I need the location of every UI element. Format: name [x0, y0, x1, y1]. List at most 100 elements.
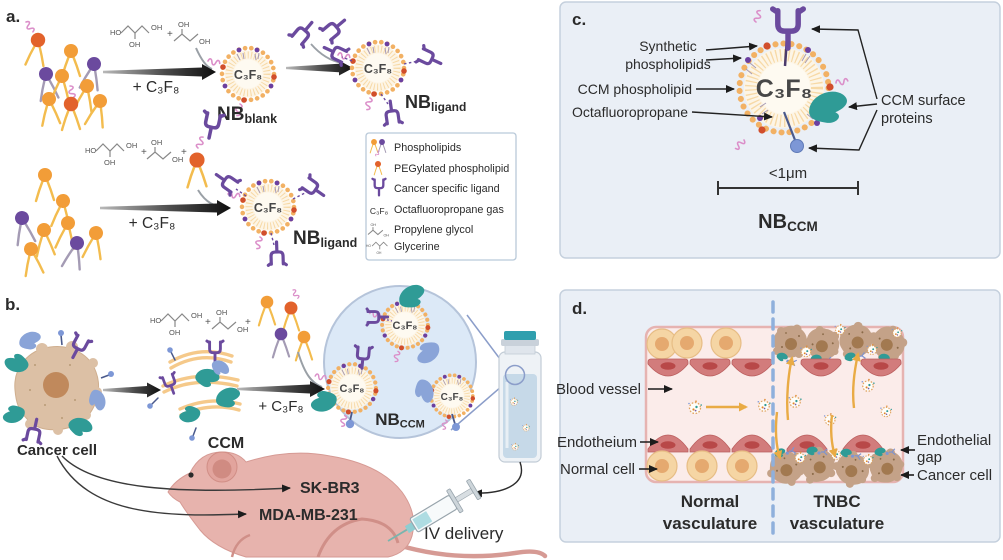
svg-text:OH: OH: [151, 138, 162, 147]
ccm-phospholipid-label: CCM phospholipid: [578, 81, 692, 97]
plus-c3f8-label: + C₃F₈: [133, 79, 180, 96]
nbccm-bubble-3: C₃F₈: [413, 375, 475, 431]
nbccm-large-bubble: C₃F₈: [732, 9, 852, 153]
endothelium-bottom-left: [647, 434, 773, 453]
panel-d-label: d.: [572, 299, 587, 318]
svg-text:gap: gap: [917, 449, 942, 466]
svg-text:+: +: [205, 317, 211, 328]
c3f8-gas-label: C₃F₈: [756, 75, 813, 103]
propylene-glycol-structure-2: OH OH: [146, 138, 183, 164]
iv-delivery-label: IV delivery: [424, 524, 504, 543]
glycerine-structure-b: HO OH OH: [150, 311, 202, 337]
reaction-arrow-b1: [103, 382, 161, 398]
synthetic-phospholipids-label: Synthetic: [639, 38, 697, 54]
svg-text:OH: OH: [169, 328, 180, 337]
reaction-arrow-3: [100, 200, 231, 216]
cancer-cell-label: Cancer cell: [17, 442, 97, 459]
chem-ho: HO: [110, 28, 121, 37]
mda-mb-231-label: MDA-MB-231: [259, 507, 358, 524]
glycerine-structure-2: HO OH OH: [85, 141, 137, 167]
svg-text:OH: OH: [178, 20, 189, 29]
legend-item-propylene: Propylene glycol: [394, 224, 473, 236]
nb-blank-label: NBblank: [217, 104, 277, 126]
plus-c3f8-label-2: + C₃F₈: [129, 215, 176, 232]
svg-text:C₃F₈: C₃F₈: [234, 68, 262, 82]
nb-ligand-bubble-2: C₃F₈: [209, 165, 331, 267]
svg-text:+: +: [245, 317, 251, 328]
endothelium-top-left: [647, 358, 773, 377]
svg-text:OH: OH: [216, 308, 227, 317]
endothelial-gap-label: Endothelial: [917, 432, 991, 449]
cancer-cell-label-d: Cancer cell: [917, 467, 992, 484]
swoosh-curve-b: [297, 351, 323, 388]
panel-d: d.: [556, 289, 1001, 543]
plus-c3f8-label-b: + C₃F₈: [258, 398, 303, 415]
nb-ligand-bubble-1: C₃F₈: [318, 37, 447, 127]
legend-item-glycerine: Glycerine: [394, 241, 440, 253]
reaction-arrow-2: [286, 60, 353, 76]
surface-arrow-blue: [808, 109, 878, 153]
nbccm-bubble-2: C₃F₈: [308, 344, 379, 428]
scale-bar: <1μm: [717, 165, 859, 195]
nb-ligand-label-1: NBligand: [405, 92, 466, 114]
svg-text:OH: OH: [376, 251, 382, 255]
legend-box: Phospholipids PEGylated phospholipid Can…: [365, 132, 517, 261]
legend-item-pegylated: PEGylated phospholipid: [394, 163, 509, 175]
svg-text:OH: OH: [129, 40, 140, 49]
ccm-surface-proteins-label: CCM surface: [881, 93, 966, 109]
svg-text:C₃F₈: C₃F₈: [254, 201, 282, 215]
svg-text:phospholipids: phospholipids: [625, 56, 711, 72]
ccm-label: CCM: [208, 435, 244, 452]
nbccm-magnifier-circle: C₃F₈ C₃F₈ C₃F₈ NBCCM: [308, 281, 510, 439]
arrow-to-skbr3: [61, 455, 291, 493]
endothelium-label: Endotheium: [557, 434, 637, 451]
tnbc-vasculature-label: TNBC: [813, 492, 860, 511]
normal-cell-label: Normal cell: [560, 461, 635, 478]
reaction-arrow-1: [103, 64, 216, 80]
synthetic-arrow-1: [705, 42, 758, 51]
syringe: [387, 479, 482, 542]
cancer-cell-illustration: [1, 329, 114, 446]
svg-text:HO: HO: [85, 146, 96, 155]
svg-text:OH: OH: [237, 325, 248, 334]
octafluoropropane-label: Octafluoropropane: [572, 104, 688, 120]
propylene-glycol-structure: OH OH: [173, 20, 210, 46]
nbccm-label: NBCCM: [375, 410, 425, 431]
arrow-to-mda: [56, 455, 247, 519]
svg-text:C₃F₈: C₃F₈: [393, 320, 418, 332]
panel-b-label: b.: [5, 295, 20, 314]
svg-text:OH: OH: [370, 223, 376, 227]
legend-item-ligand: Cancer specific ligand: [394, 183, 500, 195]
legend-item-octafluoropropane: Octafluoropropane gas: [394, 204, 504, 216]
propylene-glycol-icon: OH OH: [367, 223, 390, 237]
panel-c: c. C₃F₈ Synthetic phospholipids CCM phos…: [559, 1, 1001, 259]
svg-text:C₃F₈: C₃F₈: [441, 392, 464, 403]
blue-pin-stem: [782, 111, 797, 141]
svg-text:OH: OH: [384, 233, 390, 237]
nbccm-panel-c-label: NBCCM: [758, 211, 818, 234]
svg-text:OH: OH: [151, 23, 162, 32]
normal-vasculature-label: Normal: [681, 492, 740, 511]
normal-cells-bottom: [646, 450, 758, 482]
nb-ligand-label-2: NBligand: [293, 228, 357, 250]
glycerine-structure: HO OH OH: [110, 23, 162, 49]
vial-to-syringe-arrow: [473, 461, 523, 498]
svg-text:proteins: proteins: [881, 111, 933, 127]
svg-text:vasculature: vasculature: [663, 514, 758, 533]
svg-text:HO: HO: [150, 316, 161, 325]
svg-text:+: +: [141, 147, 147, 158]
lipid-cluster-1: [23, 19, 112, 132]
svg-text:OH: OH: [191, 311, 202, 320]
c3f8-icon: C₃F₈: [370, 206, 389, 216]
swoosh-curve: [195, 47, 213, 70]
mouse-illustration: [167, 451, 548, 559]
normal-cells-top: [646, 327, 742, 360]
blue-protein-icon: [790, 139, 804, 153]
svg-text:+: +: [181, 147, 187, 158]
svg-text:OH: OH: [172, 155, 183, 164]
scale-value: <1μm: [769, 165, 807, 182]
svg-text:OH: OH: [104, 158, 115, 167]
panel-a-label: a.: [6, 7, 20, 26]
octafluoropropane-arrow: [691, 111, 773, 121]
